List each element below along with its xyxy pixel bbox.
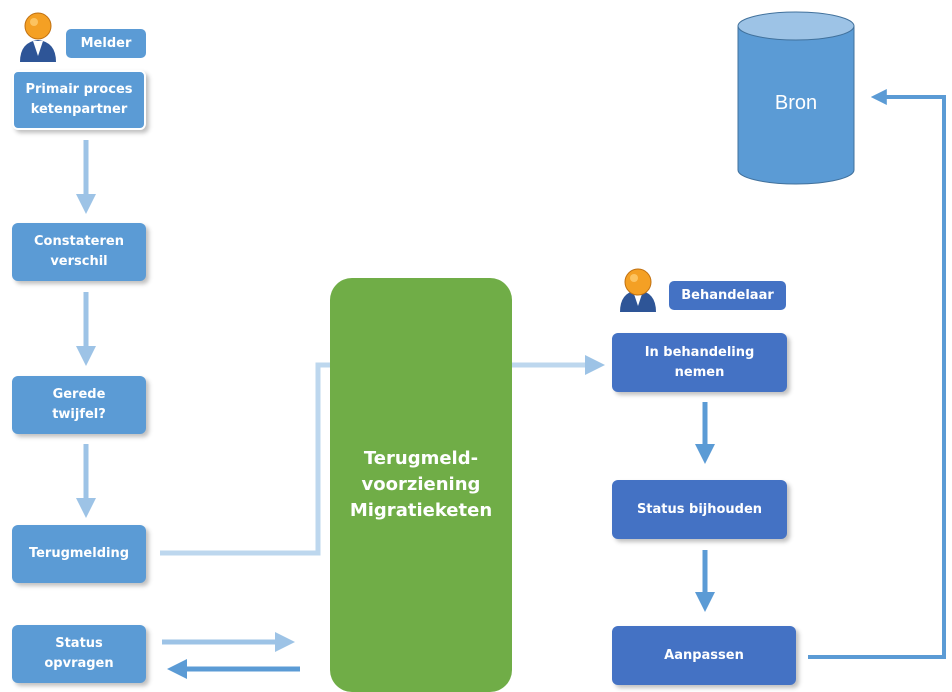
step-gerede-twijfel[interactable]: Gerede twijfel? [12,376,146,434]
bron-cylinder [737,11,855,185]
bron-label: Bron [774,92,818,114]
behandelaar-avatar-icon [620,268,656,312]
step-in-behandeling-nemen[interactable]: In behandeling nemen [612,333,787,392]
melder-avatar-icon [20,12,56,62]
step-status-bijhouden[interactable]: Status bijhouden [612,480,787,539]
terugmeldvoorziening-box[interactable]: Terugmeld- voorziening Migratieketen [330,278,512,692]
step-constateren-verschil[interactable]: Constateren verschil [12,223,146,281]
step-status-opvragen[interactable]: Status opvragen [12,625,146,683]
behandelaar-tag: Behandelaar [669,281,786,310]
step-primair-proces[interactable]: Primair proces ketenpartner [12,70,146,130]
step-terugmelding[interactable]: Terugmelding [12,525,146,583]
arrow-aanpassen-to-bron [808,89,946,659]
melder-tag: Melder [66,29,146,58]
step-aanpassen[interactable]: Aanpassen [612,626,796,685]
